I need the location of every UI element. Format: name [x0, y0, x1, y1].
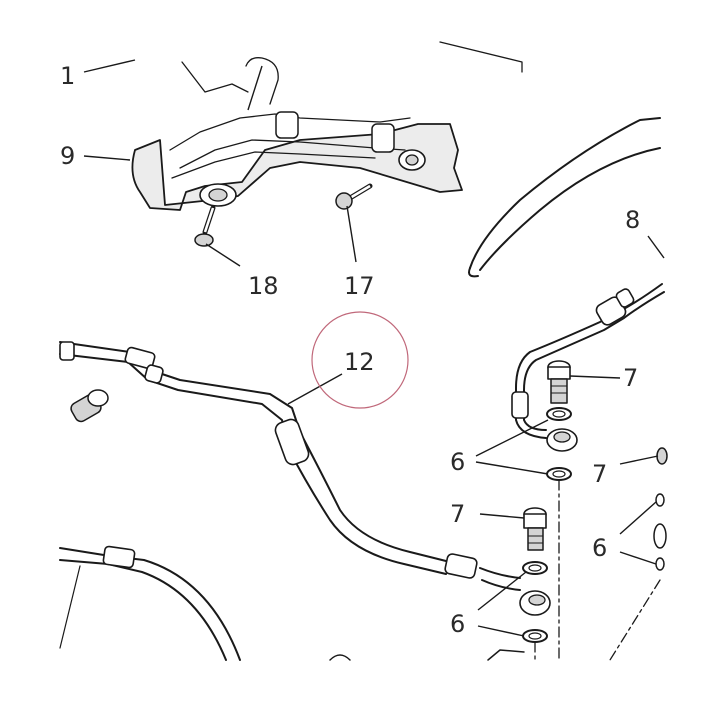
banjo-fitting-upper[interactable]: [546, 428, 578, 452]
right-edge-parts[interactable]: [329, 447, 668, 661]
callout-7-right[interactable]: 7: [592, 460, 607, 488]
callout-9[interactable]: 9: [60, 142, 75, 170]
callout-17[interactable]: 17: [344, 272, 375, 300]
hose-part-8[interactable]: [468, 117, 661, 278]
mounting-bracket[interactable]: [131, 41, 523, 211]
leader-lines: [83, 59, 665, 637]
washer-upper-2[interactable]: [546, 467, 572, 481]
callout-7-lower[interactable]: 7: [450, 500, 465, 528]
banjo-fitting-lower[interactable]: [519, 590, 551, 616]
highlight-circle: [311, 311, 409, 409]
callout-6-upper[interactable]: 6: [450, 448, 465, 476]
callout-12[interactable]: 12: [344, 348, 375, 376]
brake-line-part-12[interactable]: [59, 341, 521, 591]
banjo-bolt-lower[interactable]: [523, 507, 547, 551]
banjo-bolt-upper[interactable]: [547, 360, 571, 404]
screw-part-18[interactable]: [194, 205, 216, 247]
screw-part-17[interactable]: [335, 183, 373, 210]
brake-line-right[interactable]: [511, 283, 665, 439]
washer-lower-2[interactable]: [522, 629, 548, 643]
callout-18[interactable]: 18: [248, 272, 279, 300]
callout-6-lower[interactable]: 6: [450, 610, 465, 638]
washer-upper-1[interactable]: [546, 407, 572, 421]
callout-6-right[interactable]: 6: [592, 534, 607, 562]
callout-8[interactable]: 8: [625, 206, 640, 234]
callout-7-upper[interactable]: 7: [623, 364, 638, 392]
callout-1[interactable]: 1: [60, 62, 75, 90]
washer-lower-1[interactable]: [522, 561, 548, 575]
fitting-left[interactable]: [69, 389, 109, 424]
hose-lower-left[interactable]: [59, 545, 241, 661]
